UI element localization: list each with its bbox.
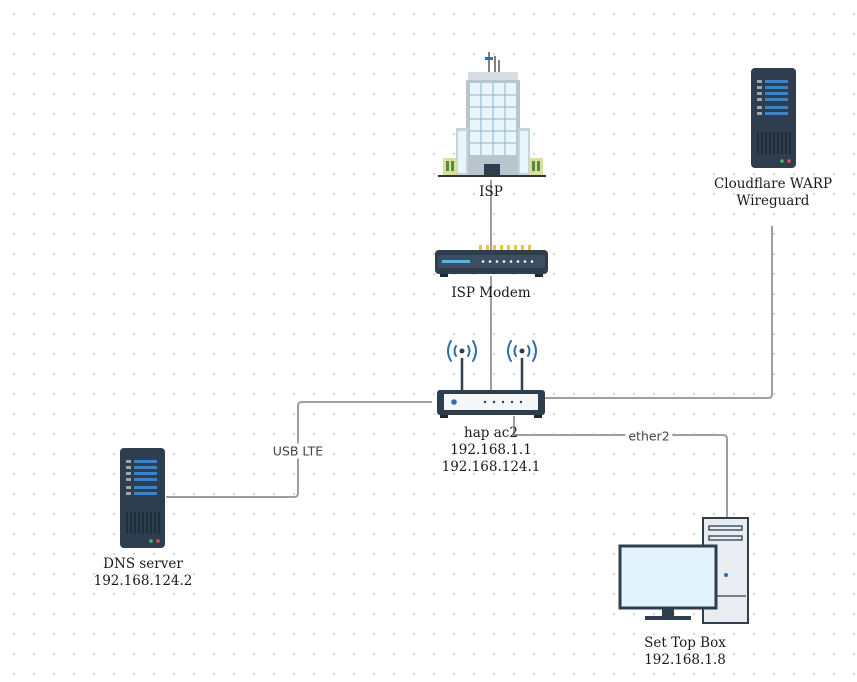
- dns-server-icon: [120, 448, 165, 548]
- warp-label-line1: Cloudflare WARP: [713, 176, 833, 192]
- stb-ip: 192.168.1.8: [644, 652, 726, 668]
- router-ip-2: 192.168.124.1: [441, 459, 541, 475]
- modem-icon: [435, 245, 548, 277]
- router-label: hap ac2 192.168.1.1 192.168.124.1: [442, 425, 541, 476]
- modem-label: ISP Modem: [451, 285, 531, 301]
- dns-label: DNS server 192.168.124.2: [94, 556, 193, 590]
- edge-label-ether2: ether2: [625, 428, 673, 444]
- dns-ip: 192.168.124.2: [93, 573, 193, 589]
- edge-router-stb: [513, 416, 728, 518]
- router-icon: [437, 340, 545, 418]
- stb-name: Set Top Box: [644, 635, 726, 651]
- edge-label-usb-lte: USB LTE: [269, 443, 327, 459]
- warp-label: Cloudflare WARP Wireguard: [714, 176, 832, 210]
- isp-label: ISP: [479, 184, 503, 200]
- warp-server-icon: [751, 68, 796, 168]
- router-name: hap ac2: [464, 425, 518, 441]
- isp-building-icon: [438, 52, 546, 177]
- desktop-computer-icon: [618, 517, 749, 624]
- edge-router-warp: [545, 226, 773, 399]
- warp-label-line2: Wireguard: [736, 193, 810, 209]
- router-ip-1: 192.168.1.1: [450, 442, 532, 458]
- dns-name: DNS server: [103, 556, 183, 572]
- stb-label: Set Top Box 192.168.1.8: [644, 635, 726, 669]
